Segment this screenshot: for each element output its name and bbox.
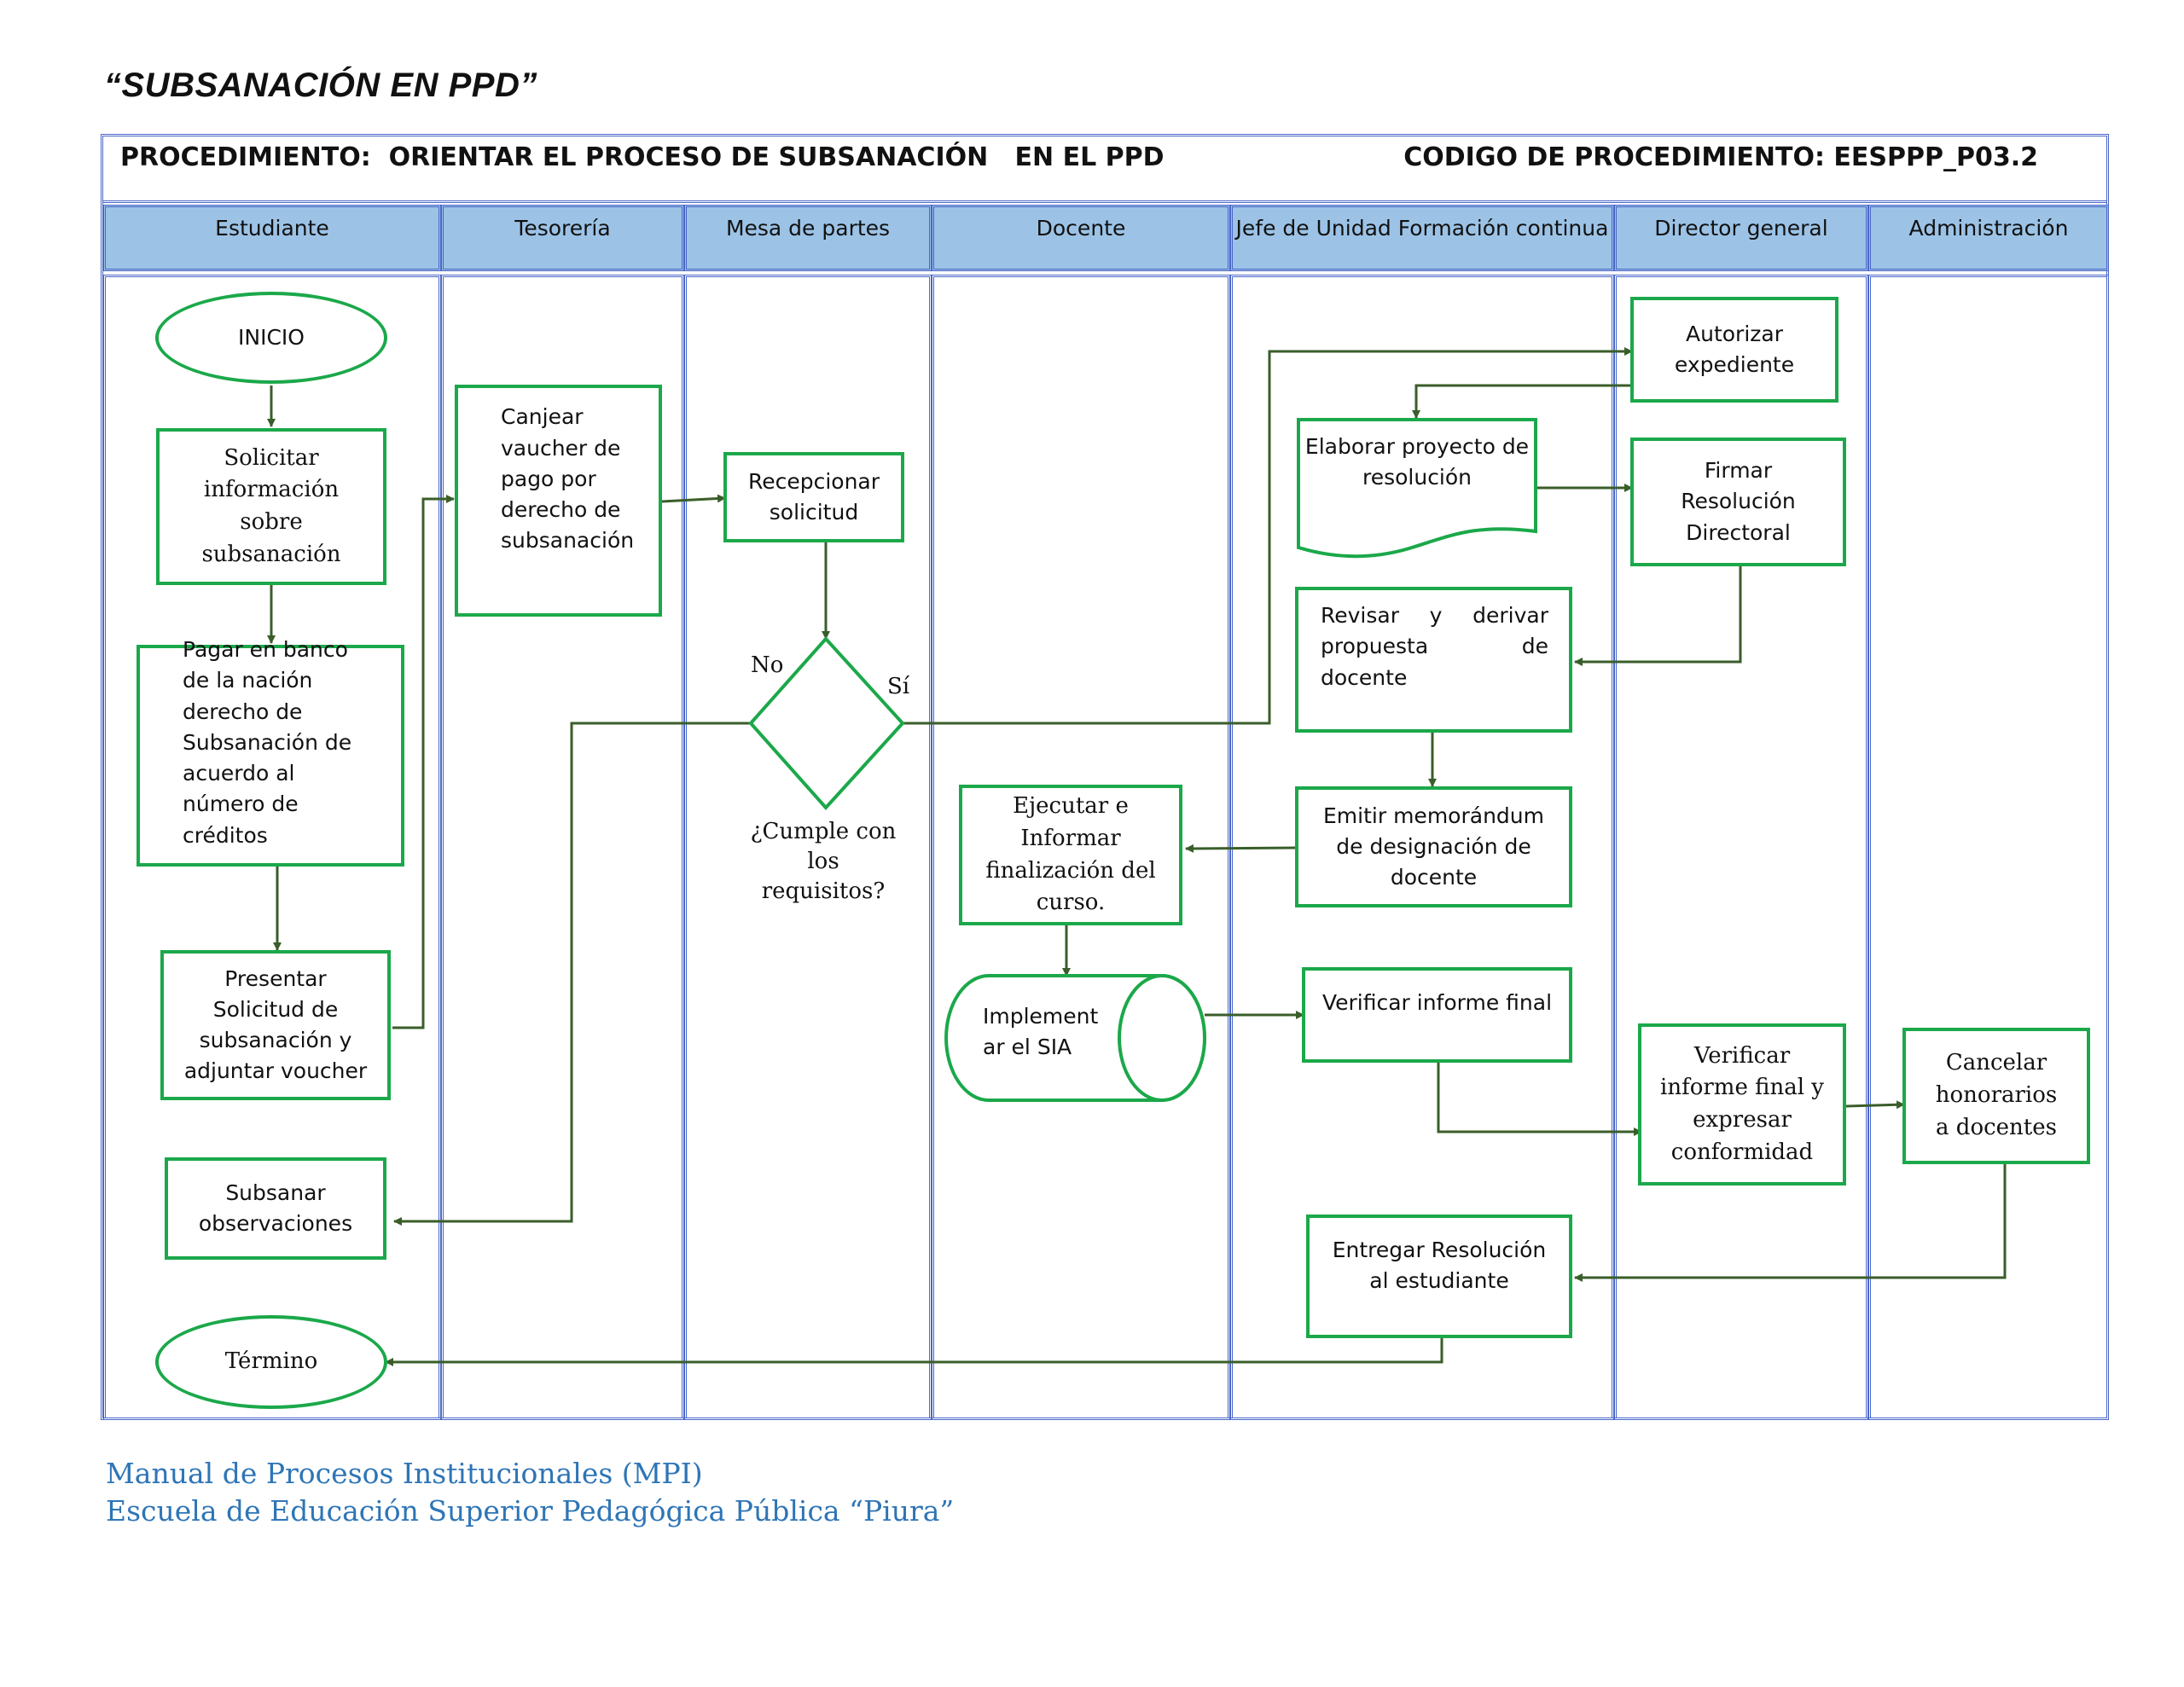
inicio-terminal: INICIO <box>155 292 387 384</box>
pagar-banco-box: Pagar en banco de la nación derecho de S… <box>136 637 404 867</box>
arrow-entregar-termino <box>385 1338 1443 1366</box>
lane-header-estudiante: Estudiante <box>103 205 441 271</box>
arrow-decision-si-autorizar <box>903 347 1633 725</box>
arrow-autorizar-elaborar <box>1412 384 1632 419</box>
subsanar-observaciones-label: Subsanar observaciones <box>198 1180 353 1236</box>
canjear-vaucher-label: Canjear vaucher de pago por derecho de s… <box>501 404 635 554</box>
lane-administracion <box>1868 275 2109 1420</box>
autorizar-expediente-label: Autorizar expediente <box>1674 321 1795 377</box>
lane-tesoreria <box>441 275 684 1420</box>
arrow-firmar-revisar <box>1574 566 1742 666</box>
procedure-header: PROCEDIMIENTO: ORIENTAR EL PROCESO DE SU… <box>103 136 2106 203</box>
inicio-label: INICIO <box>238 324 305 350</box>
arrow-conformidad-cancelar <box>1845 1100 1905 1110</box>
document-shape-elaborar <box>1297 418 1537 559</box>
lane-header-docente: Docente <box>932 205 1230 271</box>
ejecutar-informar-label: Ejecutar e Informar finalización del cur… <box>985 793 1156 916</box>
verificar-informe-box: Verificar informe final <box>1302 967 1572 1063</box>
lane-header-mesa-de-partes: Mesa de partes <box>684 205 932 271</box>
arrow-presentar-canjear <box>392 495 455 1029</box>
verificar-informe-label: Verificar informe final <box>1321 990 1553 1015</box>
cylinder-cap <box>1118 974 1206 1102</box>
cancelar-honorarios-label: Cancelar honorarios a docentes <box>1935 1050 2058 1140</box>
emitir-memorandum-box: Emitir memorándum de designación de doce… <box>1295 786 1572 907</box>
termino-terminal: Término <box>155 1315 387 1409</box>
ejecutar-informar-box: Ejecutar e Informar finalización del cur… <box>959 785 1182 925</box>
pagar-banco-label: Pagar en banco de la nación derecho de S… <box>183 637 352 848</box>
cancelar-honorarios-box: Cancelar honorarios a docentes <box>1902 1028 2090 1164</box>
autorizar-expediente-box: Autorizar expediente <box>1630 297 1838 403</box>
entregar-resolucion-box: Entregar Resolución al estudiante <box>1306 1215 1572 1338</box>
arrow-emitir-ejecutar <box>1185 844 1299 853</box>
elaborar-proyecto-label: Elaborar proyecto de resolución <box>1304 434 1530 490</box>
revisar-derivar-label: Revisar y derivar propuesta de docente <box>1321 603 1548 690</box>
document-title: “SUBSANACIÓN EN PPD” <box>104 67 537 104</box>
termino-label: Término <box>224 1348 318 1375</box>
firmar-resolucion-box: Firmar Resolución Directoral <box>1630 438 1846 566</box>
arrow-cancelar-entregar <box>1574 1164 2007 1282</box>
emitir-memorandum-label: Emitir memorándum de designación de doce… <box>1323 803 1544 890</box>
lane-header-tesoreria: Tesorería <box>441 205 684 271</box>
presentar-solicitud-box: Presentar Solicitud de subsanación y adj… <box>160 950 391 1100</box>
lane-mesa-de-partes <box>684 275 932 1420</box>
recepcionar-solicitud-box: Recepcionar solicitud <box>723 452 904 542</box>
lane-header-director-general: Director general <box>1614 205 1868 271</box>
lane-director-general <box>1614 275 1868 1420</box>
decision-no-label: No <box>751 652 784 678</box>
firmar-resolucion-label: Firmar Resolución Directoral <box>1681 458 1796 545</box>
implementar-sia-label: Implementar el SIA <box>983 1004 1099 1060</box>
footer-manual-title: Manual de Procesos Institucionales (MPI) <box>106 1457 703 1490</box>
procedure-name: PROCEDIMIENTO: ORIENTAR EL PROCESO DE SU… <box>120 142 1165 172</box>
arrow-verificar-conformidad <box>1437 1063 1642 1136</box>
arrow-canjear-recepcionar <box>661 494 726 503</box>
lane-estudiante <box>103 275 441 1420</box>
decision-si-label: Sí <box>887 674 910 699</box>
procedure-code: CODIGO DE PROCEDIMIENTO: EESPPP_P03.2 <box>1403 142 2038 172</box>
decision-question-label: ¿Cumple con los requisitos? <box>750 819 897 905</box>
canjear-vaucher-box: Canjear vaucher de pago por derecho de s… <box>455 385 662 617</box>
subsanar-observaciones-box: Subsanar observaciones <box>165 1157 386 1260</box>
recepcionar-solicitud-label: Recepcionar solicitud <box>747 468 880 525</box>
footer-institution: Escuela de Educación Superior Pedagógica… <box>106 1494 955 1528</box>
lane-header-administracion: Administración <box>1868 205 2109 271</box>
presentar-solicitud-label: Presentar Solicitud de subsanación y adj… <box>183 965 368 1084</box>
arrow-decision-no-subsanar <box>393 722 751 1226</box>
revisar-derivar-box: Revisar y derivar propuesta de docente <box>1295 587 1572 733</box>
solicitar-informacion-label: Solicitar información sobre subsanación <box>201 444 341 567</box>
solicitar-informacion-box: Solicitar información sobre subsanación <box>156 428 386 585</box>
entregar-resolucion-label: Entregar Resolución al estudiante <box>1332 1238 1547 1294</box>
verificar-conformidad-label: Verificar informe final y expresar confo… <box>1660 1042 1824 1165</box>
decision-diamond <box>748 636 905 810</box>
lane-header-jefe-unidad: Jefe de Unidad Formación continua <box>1230 205 1614 271</box>
verificar-conformidad-box: Verificar informe final y expresar confo… <box>1638 1023 1846 1186</box>
